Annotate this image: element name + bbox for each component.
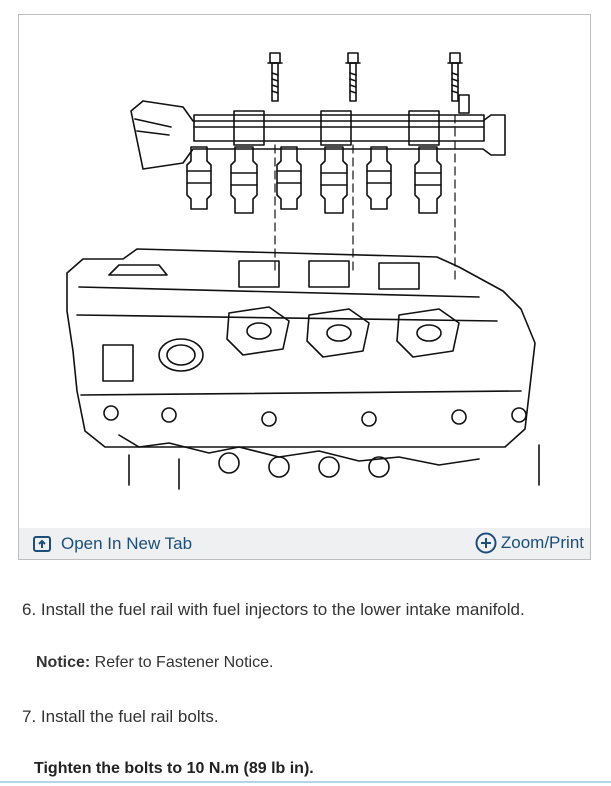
bottom-divider bbox=[0, 781, 611, 783]
zoom-print-label: Zoom/Print bbox=[500, 533, 584, 552]
image-toolbar: Open In New Tab Zoom/Print bbox=[19, 528, 590, 559]
open-in-new-tab-icon bbox=[33, 536, 51, 552]
bolt-left bbox=[267, 52, 283, 102]
fuel-rail-diagram[interactable] bbox=[19, 15, 590, 525]
figure-frame: Open In New Tab Zoom/Print bbox=[18, 14, 591, 560]
bolt-middle bbox=[345, 52, 361, 102]
zoom-plus-icon bbox=[475, 532, 497, 554]
step-7-text: 7. Install the fuel rail bolts. bbox=[22, 707, 219, 726]
torque-spec: Tighten the bolts to 10 N.m (89 lb in). bbox=[34, 760, 314, 777]
notice-label: Notice: bbox=[36, 654, 91, 671]
bolt-right bbox=[447, 52, 463, 102]
notice-line: Notice: Refer to Fastener Notice. bbox=[36, 654, 273, 672]
open-in-new-tab-link[interactable]: Open In New Tab bbox=[33, 533, 192, 555]
notice-text: Refer to Fastener Notice. bbox=[90, 654, 274, 671]
zoom-print-link[interactable]: Zoom/Print bbox=[475, 531, 584, 555]
open-in-new-tab-label: Open In New Tab bbox=[61, 534, 193, 553]
step-6-text: 6. Install the fuel rail with fuel injec… bbox=[22, 600, 525, 619]
